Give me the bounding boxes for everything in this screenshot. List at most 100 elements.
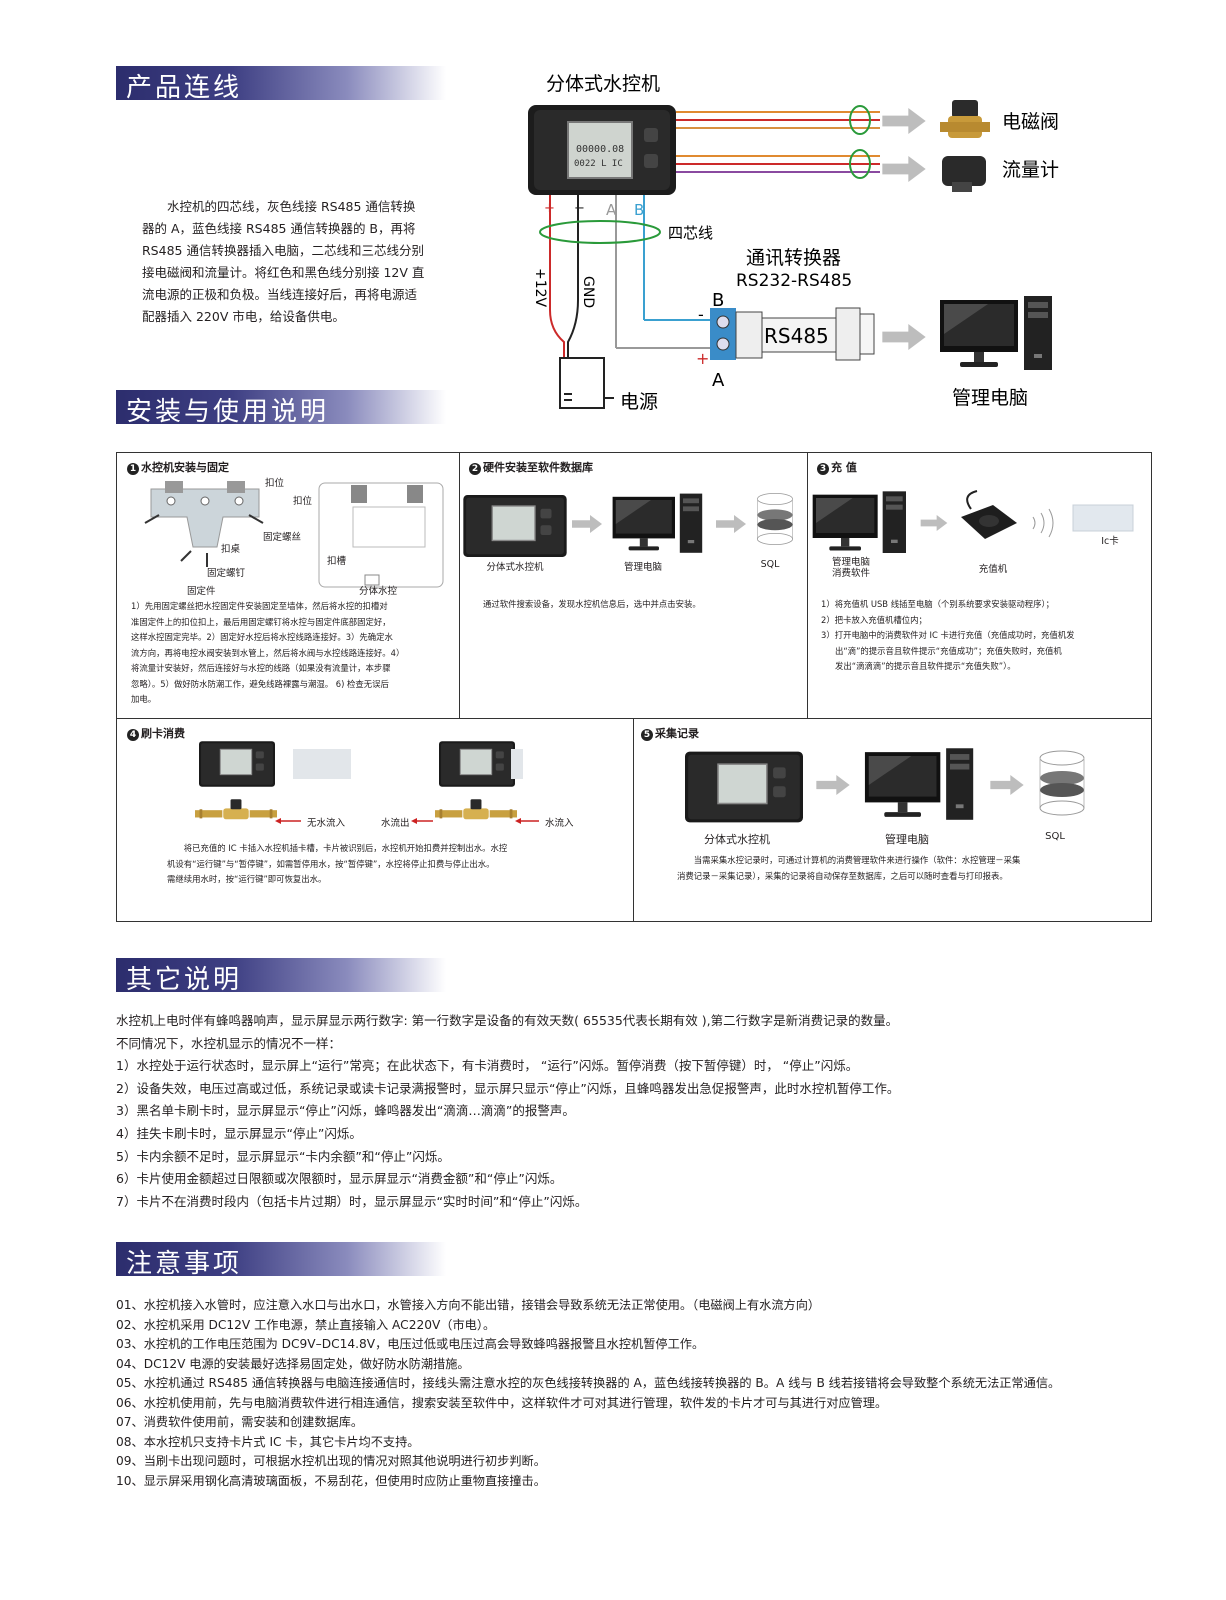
step-title-text: 水控机安装与固定 <box>141 461 229 474</box>
wire-a-label: A <box>606 201 617 219</box>
step1-install-diagram <box>144 481 444 588</box>
note-line: 6）卡片使用金额超过日限额或次限额时，显示屏显示“消费金额”和“停止”闪烁。 <box>116 1171 563 1187</box>
arrow-icon <box>716 515 746 533</box>
arrow-icon <box>882 108 926 134</box>
label-nail: 固定螺钉 <box>207 568 246 579</box>
label-kouzhuo2: 扣槽 <box>327 556 347 567</box>
text-line: 器的 A，蓝色线接 RS485 通信转换器的 B，再将 <box>142 221 416 236</box>
text-line: 配器插入 220V 市电，给设备供电。 <box>142 309 345 324</box>
arrow-icon <box>882 156 926 182</box>
arrow-icon <box>990 775 1024 795</box>
step-number: 4 <box>127 729 139 741</box>
step2-diagram <box>463 492 794 557</box>
label-sql: SQL <box>760 559 780 570</box>
label-no-water: 无水流入 <box>307 818 346 829</box>
label-fix: 固定件 <box>187 586 216 597</box>
water-controller-image: 00000.08 0022 L IC <box>528 105 676 195</box>
text-line: RS485 通信转换器插入电脑，二芯线和三芯线分别 <box>142 243 424 258</box>
rs485-converter-image <box>710 307 875 361</box>
step-title-text: 充 值 <box>831 461 857 474</box>
step5-diagram <box>685 748 1085 823</box>
text-line: 发出“滴滴滴”的提示音且软件提示“充值失败”）。 <box>835 661 1016 671</box>
note-line: 2）设备失效，电压过高或过低，系统记录或读卡记录满报警时，显示屏只显示“停止”闪… <box>116 1080 900 1096</box>
arrow-icon <box>816 775 850 795</box>
text-line: 将流量计安装好，然后连接好与水控的线路（如果没有流量计，本步骤 <box>131 663 391 673</box>
ic-card-inserted <box>511 749 523 779</box>
note-line: 3）黑名单卡刷卡时，显示屏显示“停止”闪烁，蜂鸣器发出“滴滴…滴滴”的报警声。 <box>116 1103 575 1119</box>
section-header-caution: 注意事项 <box>116 1242 446 1279</box>
flow-meter-image <box>942 156 986 192</box>
step-title-text: 刷卡消费 <box>141 727 185 740</box>
text-line: 接电磁阀和流量计。将红色和黑色线分别接 12V 直 <box>142 265 425 280</box>
step4-text: 将已充值的 IC 卡插入水控机插卡槽，卡片被识别后，水控机开始扣费并控制出水。水… <box>167 841 627 888</box>
controller-image <box>463 495 567 557</box>
text-line: 机设有“运行键”与“暂停键”，如需暂停用水，按“暂停键”，水控将停止扣费与停止出… <box>167 858 495 869</box>
text-line: 2）把卡放入充值机槽位内； <box>821 614 927 625</box>
section-title: 注意事项 <box>126 1249 243 1279</box>
label-sql: SQL <box>1045 831 1065 842</box>
step5-text: 当需采集水控记录时，可通过计算机的消费管理软件来进行操作（软件：水控管理－采集 … <box>677 853 1137 884</box>
gnd-label: GND <box>580 276 596 308</box>
label-ic-card: Ic卡 <box>1101 536 1119 547</box>
label-screw: 固定螺丝 <box>263 532 302 543</box>
screen-line1: 00000.08 <box>576 144 624 155</box>
label-body: 分体水控 <box>359 586 398 597</box>
label-pc-software: 管理电脑 消费软件 <box>823 557 879 579</box>
label-pc-line1: 管理电脑 <box>831 557 870 568</box>
text-line: 1）将充值机 USB 线插至电脑（个别系统要求安装驱动程序）； <box>821 599 1055 609</box>
text-line: 将已充值的 IC 卡插入水控机插卡槽，卡片被识别后，水控机开始扣费并控制出水。水… <box>183 843 508 853</box>
caution-line: 07、消费软件使用前，需安装和创建数据库。 <box>116 1415 364 1429</box>
note-line: 4）挂失卡刷卡时，显示屏显示“停止”闪烁。 <box>116 1125 362 1141</box>
computer-image <box>812 491 906 553</box>
wire-minus-label: − <box>574 201 585 216</box>
caution-line: 05、水控机通过 RS485 通信转换器与电脑连接通信时，接线头需注意水控的灰色… <box>116 1376 1061 1390</box>
solenoid-valve-image <box>940 100 990 138</box>
caution-line: 03、水控机的工作电压范围为 DC9V–DC14.8V，电压过低或电压过高会导致… <box>116 1337 705 1351</box>
text-line: 消费记录－采集记录），采集的记录将自动保存至数据库，之后可以随时查看与打印报表。 <box>677 870 1008 881</box>
section-header-install: 安装与使用说明 <box>116 390 446 427</box>
controller-image <box>199 740 275 788</box>
note-line: 1）水控处于运行状态时，显示屏上“运行”常亮；在此状态下，有卡消费时， “运行”… <box>116 1058 859 1074</box>
caution-line: 09、当刷卡出现问题时，可根据水控机出现的情况对照其他说明进行初步判断。 <box>116 1454 546 1468</box>
step-number: 3 <box>817 463 829 475</box>
step3-text: 1）将充值机 USB 线插至电脑（个别系统要求安装驱动程序）； 2）把卡放入充值… <box>821 597 1147 675</box>
section-title: 产品连线 <box>126 73 243 103</box>
caution-line: 04、DC12V 电源的安装最好选择易固定处，做好防水防潮措施。 <box>116 1356 470 1371</box>
caution-line: 08、本水控机只支持卡片式 IC 卡，其它卡片均不支持。 <box>116 1434 420 1449</box>
grid-divider <box>807 453 808 718</box>
computer-image <box>612 493 703 553</box>
computer-image <box>864 748 974 820</box>
text-line: 1）先用固定螺丝把水控固定件安装固定至墙体，然后将水控的扣槽对 <box>131 601 388 611</box>
note-line: 7）卡片不在消费时段内（包括卡片过期）时，显示屏显示“实时时间”和“停止”闪烁。 <box>116 1193 588 1209</box>
power-supply-image <box>559 357 614 409</box>
step2-text: 通过软件搜索设备，发现水控机信息后，选中并点击安装。 <box>483 597 803 613</box>
label-charger: 充值机 <box>978 564 1008 575</box>
card-charger-image <box>961 490 1017 539</box>
arrow-icon <box>572 515 602 533</box>
wiring-diagram: 分体式水控机 00000.08 0022 L IC 电磁阀 流量计 <box>528 73 1059 413</box>
database-icon <box>1039 750 1085 816</box>
label-pc: 管理电脑 <box>885 833 929 846</box>
text-line: 这样水控固定完毕。2）固定好水控后将水控线路连接好。3）先确定水 <box>131 632 393 642</box>
arrow-icon <box>882 324 926 350</box>
label-kouwei2: 扣位 <box>293 496 313 507</box>
caution-line: 01、水控机接入水管时，应注意入水口与出水口，水管接入方向不能出错，接错会导致系… <box>116 1298 821 1312</box>
controller-image <box>685 751 803 823</box>
step-title-text: 硬件安装至软件数据库 <box>483 461 593 474</box>
database-icon <box>756 492 794 546</box>
converter-title: 通讯转换器 <box>746 247 841 269</box>
text-line: 出“滴”的提示音且软件提示“充值成功”；充值失败时，充值机 <box>835 645 1062 656</box>
caution-line: 10、显示屏采用钢化高清玻璃面板，不易刮花，但使用时应防止重物直接撞击。 <box>116 1473 546 1488</box>
flow-label: 流量计 <box>1002 159 1059 181</box>
power-label: 电源 <box>620 391 658 413</box>
four-core-label: 四芯线 <box>668 224 713 242</box>
output-wires <box>676 105 880 179</box>
valve-image <box>195 799 277 820</box>
section-header-wiring: 产品连线 <box>116 66 446 103</box>
grid-divider <box>459 453 460 718</box>
